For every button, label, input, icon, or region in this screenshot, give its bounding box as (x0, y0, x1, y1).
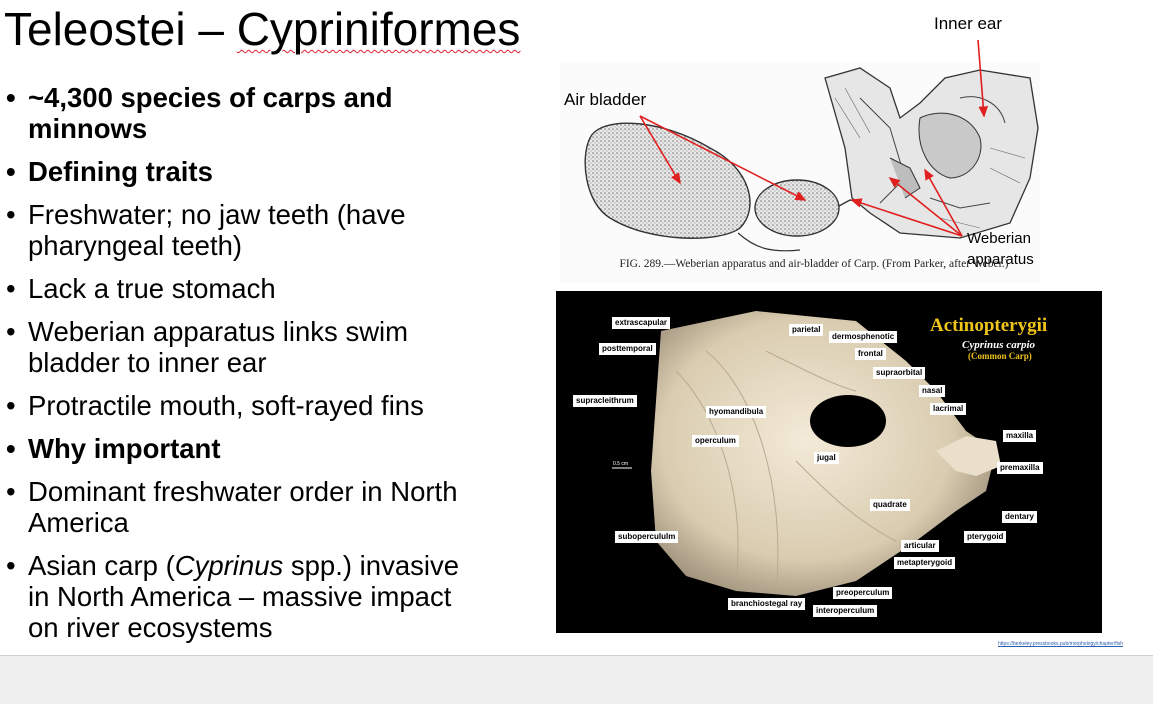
bone-label: subopercululm (615, 531, 679, 543)
bullet-item: Why important (4, 433, 474, 464)
title-order-name: Cypriniformes (236, 3, 521, 55)
bullet-item: Weberian apparatus links swim bladder to… (4, 316, 474, 378)
figure-caption: FIG. 289.—Weberian apparatus and air-bla… (619, 258, 1009, 270)
bullet-item: Protractile mouth, soft-rayed fins (4, 390, 474, 421)
inner-ear-label: Inner ear (934, 14, 1003, 33)
bone-label: jugal (814, 452, 839, 464)
bullet-item: Freshwater; no jaw teeth (have pharyngea… (4, 199, 474, 261)
bone-label: lacrimal (930, 403, 967, 415)
bullet-item-asian-carp: Asian carp (Cyprinus spp.) invasive in N… (4, 550, 474, 643)
scale-bar-label: 0.5 cm (613, 461, 629, 467)
bullet-item: Defining traits (4, 156, 474, 187)
title-prefix: Teleostei – (4, 3, 237, 55)
bone-label: extrascapular (612, 317, 671, 329)
carp-skull-figure: Actinopterygii Cyprinus carpio (Common C… (556, 291, 1102, 633)
bullet-item: Lack a true stomach (4, 273, 474, 304)
bone-label: nasal (919, 385, 946, 397)
bullet-text: Asian carp ( (28, 550, 175, 581)
bone-label: interoperculum (813, 605, 878, 617)
bone-label: supracleithrum (573, 395, 637, 407)
bone-label: dentary (1002, 511, 1037, 523)
bone-label: posttemporal (599, 343, 656, 355)
bullet-text: spp.) invasive in North America – massiv… (28, 550, 460, 643)
bone-label: hyomandibula (706, 406, 767, 418)
weberian-label-line2: apparatus (967, 251, 1034, 268)
bone-label: preoperculum (833, 587, 893, 599)
bone-label: operculum (692, 435, 739, 447)
bone-label: maxilla (1003, 430, 1037, 442)
bullet-item: ~4,300 species of carps and minnows (4, 82, 474, 144)
bone-label: premaxilla (997, 462, 1043, 474)
bone-label: branchiostegal ray (728, 598, 806, 610)
bone-label: dermosphenotic (829, 331, 898, 343)
bone-label: frontal (855, 348, 886, 360)
bone-label: pterygoid (964, 531, 1007, 543)
weberian-label-line1: Weberian (967, 230, 1031, 247)
bone-label: quadrate (870, 499, 910, 511)
weberian-apparatus-figure: Inner ear Air bladder Weberian apparatus… (560, 8, 1050, 290)
bone-label: parietal (789, 324, 824, 336)
carp-bladder-drawing (560, 39, 1040, 283)
source-link[interactable]: https://berkeley.pressbooks.pub/morpholo… (998, 641, 1123, 647)
bone-label: articular (901, 540, 939, 552)
figure2-title: Actinopterygii (930, 315, 1048, 336)
bottom-bar (0, 655, 1153, 704)
slide: Teleostei – Cypriniformes ~4,300 species… (0, 0, 1153, 655)
bone-label: metapterygoid (894, 557, 956, 569)
air-bladder-label: Air bladder (564, 90, 647, 109)
genus-name: Cyprinus (174, 550, 284, 581)
figure2-common-name: (Common Carp) (968, 351, 1032, 361)
slide-title: Teleostei – Cypriniformes (4, 2, 520, 56)
bullet-item: Dominant freshwater order in North Ameri… (4, 476, 474, 538)
figure2-species: Cyprinus carpio (962, 339, 1036, 351)
bullet-list: ~4,300 species of carps and minnows Defi… (4, 82, 474, 655)
bone-label: supraorbital (873, 367, 926, 379)
